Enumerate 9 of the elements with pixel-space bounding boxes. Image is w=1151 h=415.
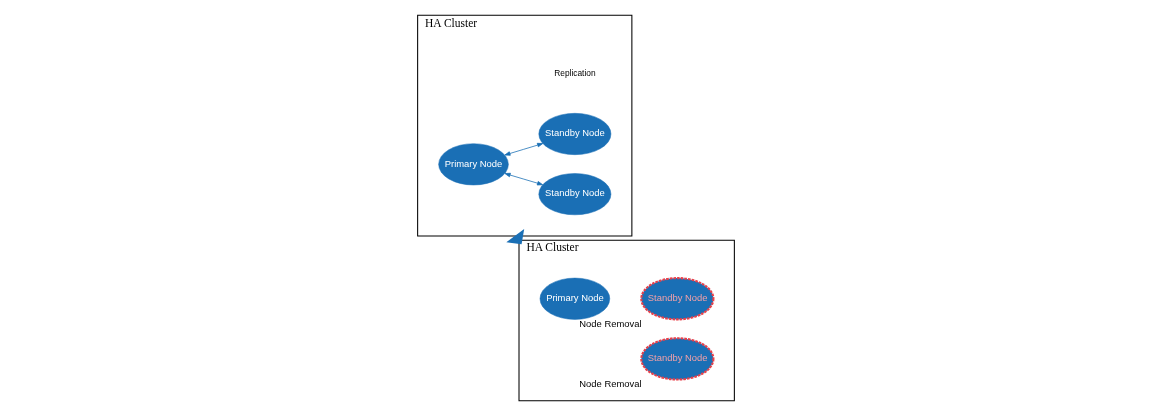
arrow <box>503 142 543 156</box>
node-ellipse: Standby Node <box>639 336 714 381</box>
node-ellipse: Primary Node <box>539 277 610 320</box>
node-label: Node Removal <box>578 377 642 389</box>
node-ellipse: Standby Node <box>639 276 714 320</box>
arrow <box>505 228 524 244</box>
label: Replication <box>553 67 596 78</box>
arrow <box>504 172 543 185</box>
node-label: Node Removal <box>578 317 642 329</box>
